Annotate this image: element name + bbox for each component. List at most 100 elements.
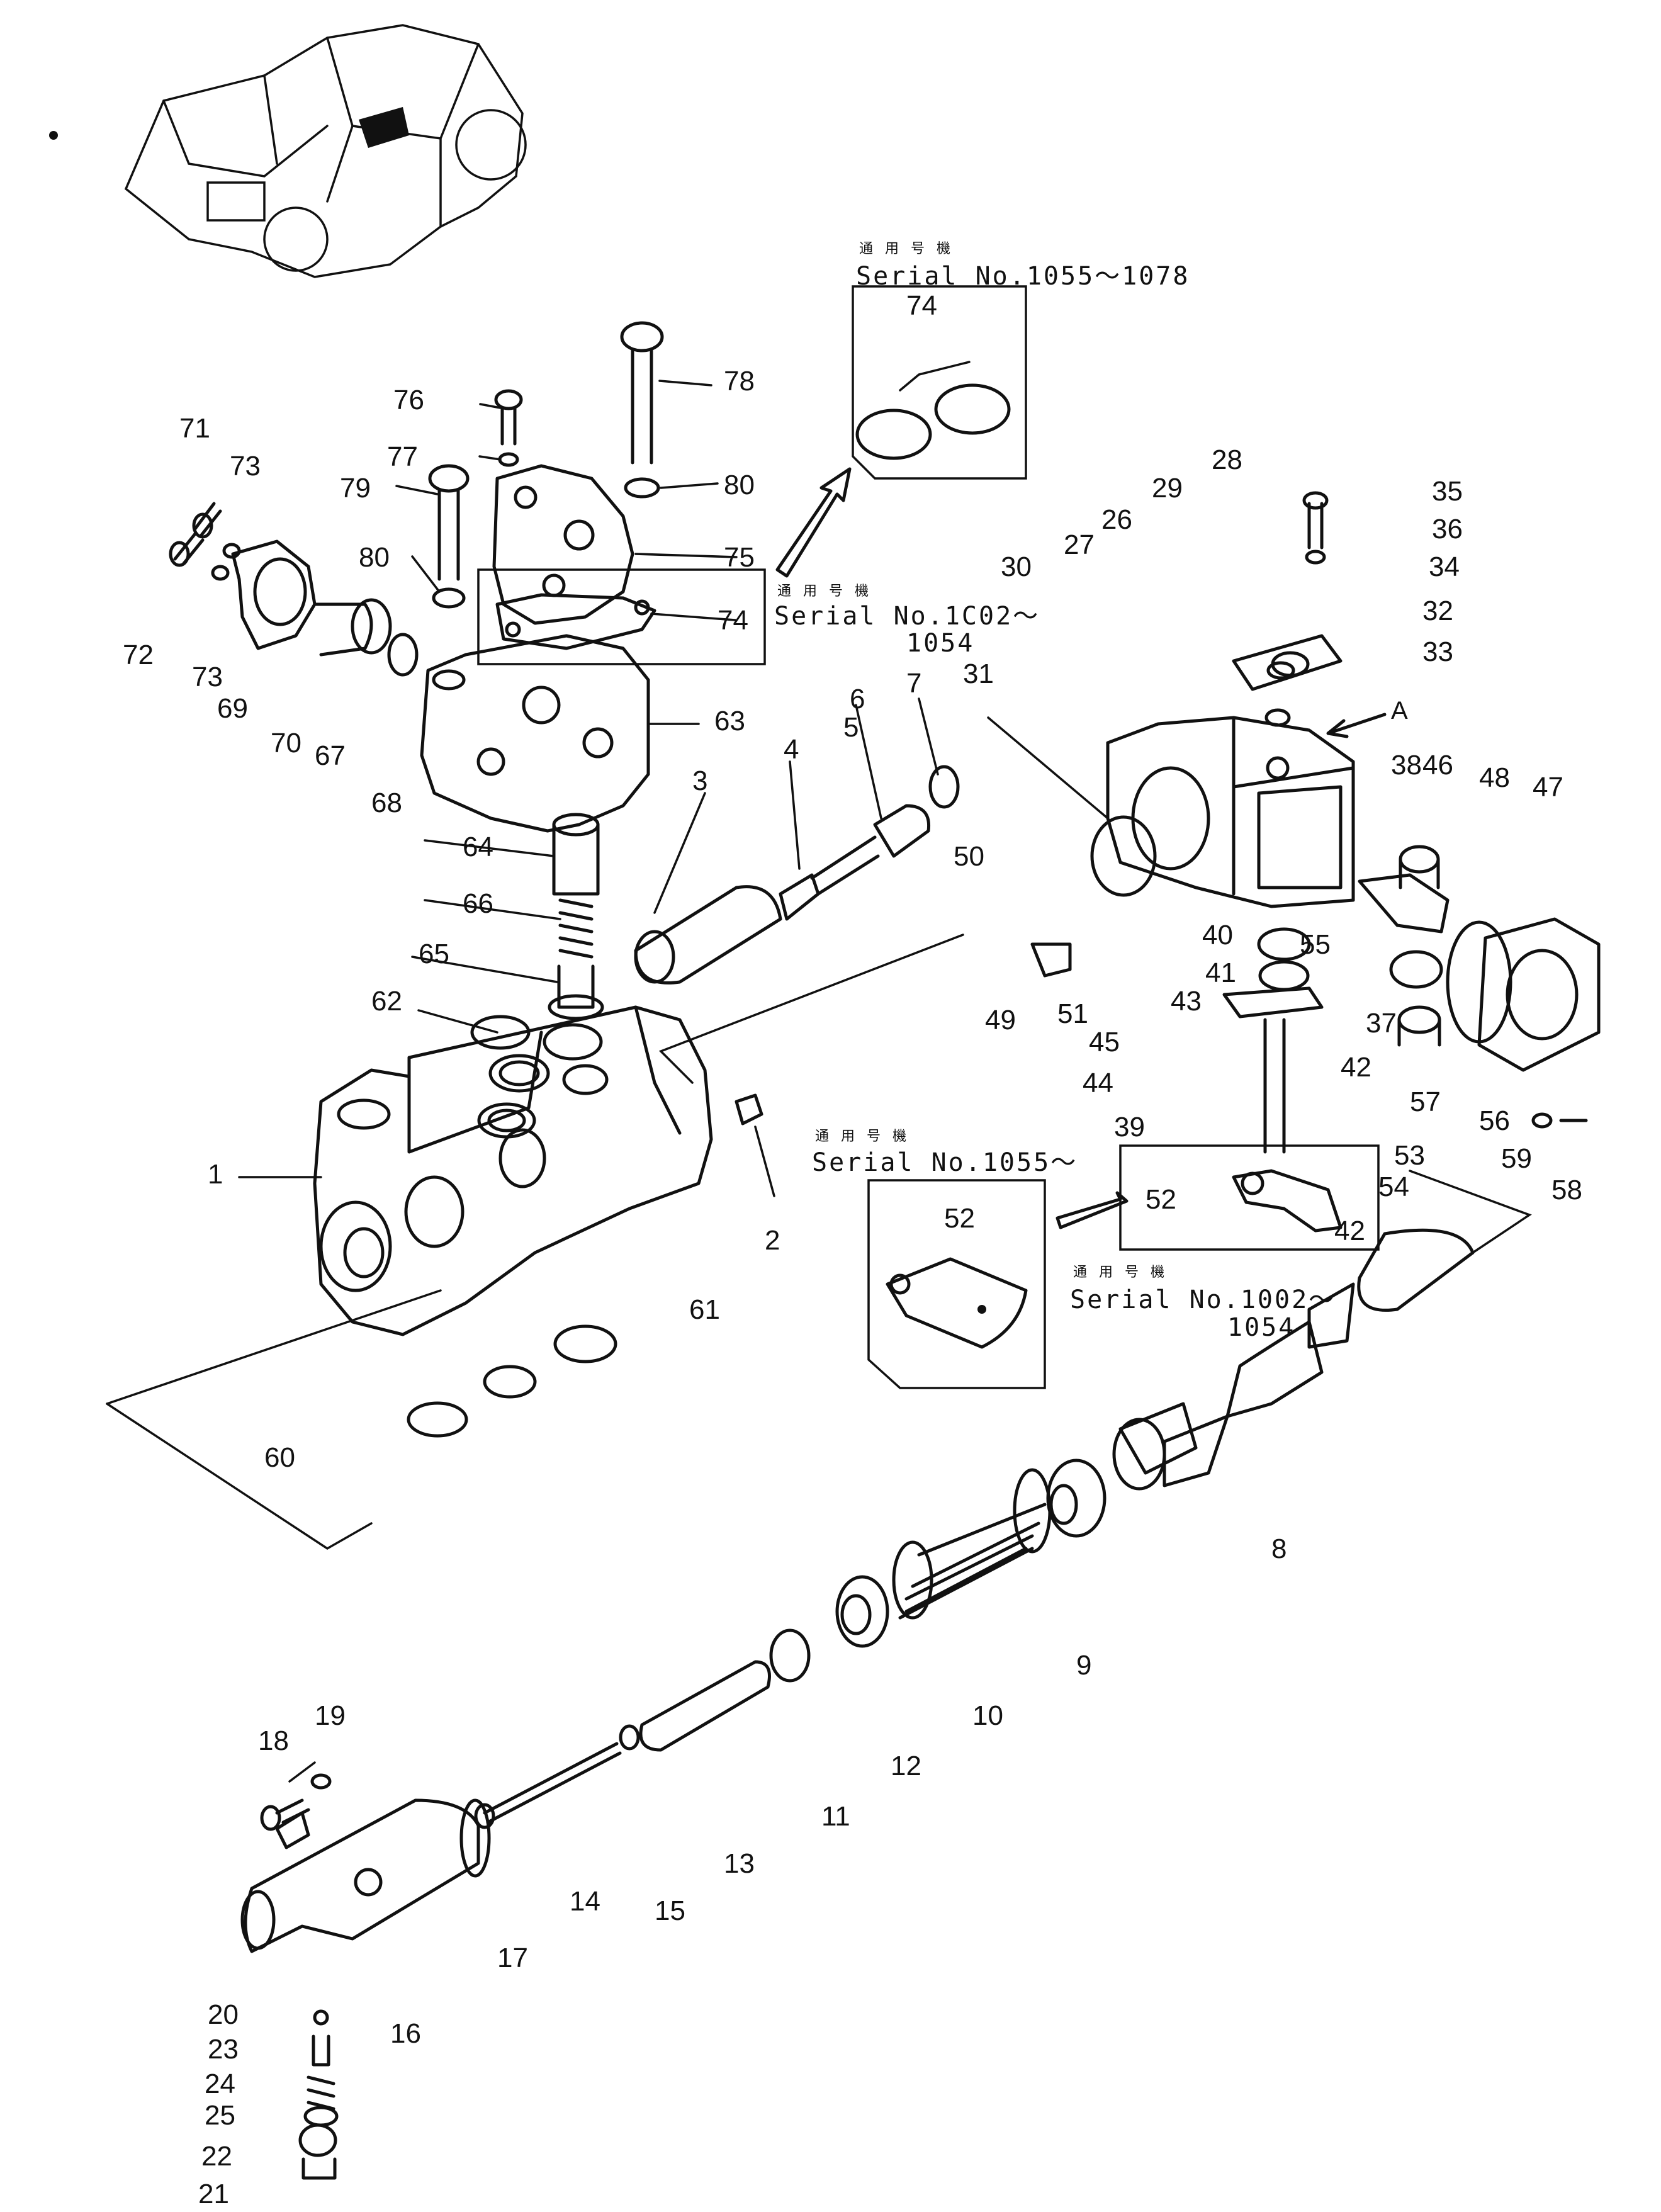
part-callout-49: 49 xyxy=(985,1005,1016,1035)
part-callout-4: 4 xyxy=(784,734,799,765)
part-callout-12: 12 xyxy=(891,1751,921,1781)
part-callout-11: 11 xyxy=(821,1801,850,1832)
part-callout-73-second: 73 xyxy=(192,662,223,692)
part-callout-78: 78 xyxy=(724,366,755,397)
part-callout-60: 60 xyxy=(264,1442,295,1473)
part-callout-52: 52 xyxy=(1146,1184,1176,1215)
part-callout-74-second: 74 xyxy=(906,290,937,321)
part-callout-72: 72 xyxy=(123,640,154,670)
part-callout-52-second: 52 xyxy=(944,1203,975,1234)
part-callout-55: 55 xyxy=(1300,929,1331,960)
part-callout-80: 80 xyxy=(724,470,755,500)
part-callout-7: 7 xyxy=(906,668,921,699)
arrow-to-lever xyxy=(1056,1191,1129,1229)
view-arrow xyxy=(1326,713,1387,738)
part-callout-42: 42 xyxy=(1341,1052,1371,1083)
part-callout-19: 19 xyxy=(315,1700,346,1731)
part-callout-30: 30 xyxy=(1001,551,1032,582)
part-callout-67: 67 xyxy=(315,740,346,771)
poppet-stack xyxy=(548,813,604,1020)
part-callout-75: 75 xyxy=(724,542,755,573)
part-callout-9: 9 xyxy=(1076,1650,1091,1681)
part-callout-40: 40 xyxy=(1202,920,1233,951)
part-callout-50: 50 xyxy=(954,841,984,872)
part-callout-38: 38 xyxy=(1391,750,1422,781)
part-callout-37: 37 xyxy=(1366,1008,1397,1039)
part-callout-36: 36 xyxy=(1432,514,1463,545)
part-callout-2: 2 xyxy=(765,1225,780,1256)
part-callout-5: 5 xyxy=(843,712,859,743)
part-callout-56: 56 xyxy=(1479,1105,1510,1136)
part-callout-17: 17 xyxy=(497,1943,528,1973)
part-callout-39: 39 xyxy=(1114,1112,1145,1143)
part-callout-31: 31 xyxy=(963,658,994,689)
part-callout-62: 62 xyxy=(371,986,402,1017)
part-callout-33: 33 xyxy=(1422,636,1453,667)
valve-body xyxy=(313,1005,763,1438)
part-callout-80-second: 80 xyxy=(359,542,390,573)
jp-note-3: 通 用 号 機 xyxy=(815,1129,910,1144)
part-callout-3: 3 xyxy=(692,765,707,796)
part-callout-47: 47 xyxy=(1533,772,1563,803)
part-callout-26: 26 xyxy=(1101,504,1132,535)
part-callout-79: 79 xyxy=(340,473,371,504)
part-callout-25: 25 xyxy=(205,2100,235,2131)
part-callout-1: 1 xyxy=(208,1159,223,1190)
part-callout-76: 76 xyxy=(393,385,424,415)
part-callout-71: 71 xyxy=(179,413,210,444)
part-callout-64: 64 xyxy=(463,832,493,862)
arrow-to-box xyxy=(775,467,852,578)
lower-parts xyxy=(240,1575,889,2180)
part-callout-65: 65 xyxy=(419,939,449,969)
part-callout-66: 66 xyxy=(463,888,493,919)
part-callout-41: 41 xyxy=(1205,957,1236,988)
right-housing xyxy=(1030,491,1601,1154)
part-callout-77: 77 xyxy=(387,441,418,472)
part-callout-73: 73 xyxy=(230,451,261,482)
part-callout-29: 29 xyxy=(1152,473,1183,504)
part-callout-23: 23 xyxy=(208,2034,239,2065)
part-callout-13: 13 xyxy=(724,1848,755,1879)
lever-box xyxy=(1119,1144,1380,1251)
jp-note-4: 通 用 号 機 xyxy=(1073,1265,1168,1280)
part-callout-10: 10 xyxy=(972,1700,1003,1731)
serial-box-mid-old-2: 1054 xyxy=(1227,1313,1295,1342)
jp-note-1: 通 用 号 機 xyxy=(859,241,954,257)
part-callout-53: 53 xyxy=(1394,1140,1425,1171)
part-callout-32: 32 xyxy=(1422,595,1453,626)
part-callout-42-second: 42 xyxy=(1334,1216,1365,1246)
lever-new-box xyxy=(867,1179,1046,1389)
leader-lines xyxy=(106,716,1532,1783)
part-callout-43: 43 xyxy=(1171,986,1202,1017)
serial-box-top-right: Serial No.1055～1078 xyxy=(856,262,1190,291)
part-callout-35: 35 xyxy=(1432,476,1463,507)
part-callout-14: 14 xyxy=(570,1886,600,1917)
cover-assembly xyxy=(420,321,766,833)
part-callout-46: 46 xyxy=(1422,750,1453,781)
part-callout-74: 74 xyxy=(718,605,748,636)
view-marker-a: A xyxy=(1391,697,1408,725)
spool-parts xyxy=(634,765,960,985)
part-callout-69: 69 xyxy=(217,693,248,724)
part-callout-51: 51 xyxy=(1057,998,1088,1029)
part-callout-6: 6 xyxy=(850,684,865,714)
part-callout-59: 59 xyxy=(1501,1143,1532,1174)
part-callout-24: 24 xyxy=(205,2068,235,2099)
part-callout-27: 27 xyxy=(1064,529,1095,560)
part-callout-15: 15 xyxy=(655,1895,685,1926)
part-callout-28: 28 xyxy=(1212,444,1242,475)
jp-note-2: 通 用 号 機 xyxy=(777,584,872,599)
part-callout-61: 61 xyxy=(689,1294,720,1325)
part-callout-44: 44 xyxy=(1083,1068,1113,1098)
serial-box-top-left-2: 1054 xyxy=(906,629,974,658)
flange-group xyxy=(169,502,419,677)
serial-box-top-left: Serial No.1C02～ xyxy=(774,602,1040,631)
part-callout-18: 18 xyxy=(258,1725,289,1756)
serial-box-mid-new: Serial No.1055～ xyxy=(812,1148,1078,1177)
part-callout-57: 57 xyxy=(1410,1086,1441,1117)
callout-leaders xyxy=(238,380,939,1197)
part-callout-70: 70 xyxy=(271,728,301,759)
serial-box-mid-old: Serial No.1002～ xyxy=(1070,1285,1336,1314)
